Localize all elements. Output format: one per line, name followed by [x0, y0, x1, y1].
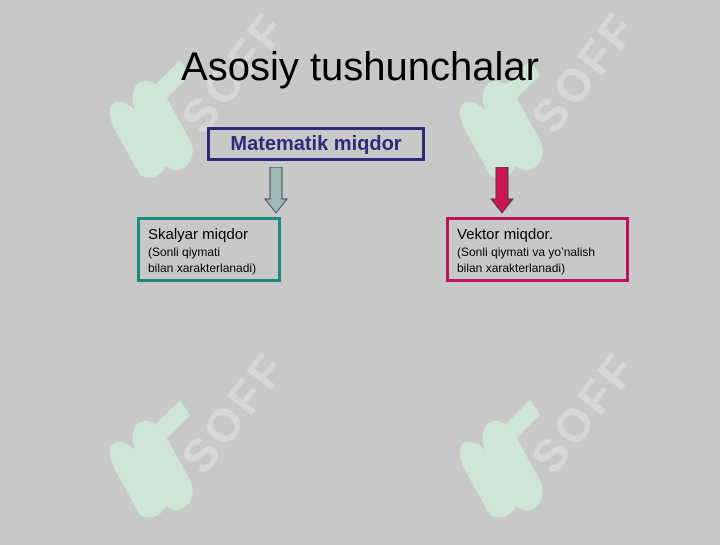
vector-node-desc-line1: (Sonli qiymati va yo’nalish [457, 245, 596, 259]
root-node: Matematik miqdor [207, 127, 425, 161]
root-node-label: Matematik miqdor [230, 132, 402, 155]
vector-node-title: Vektor miqdor. [457, 226, 553, 243]
vector-node: Vektor miqdor. (Sonli qiymati va yo’nali… [446, 217, 629, 282]
scalar-node-desc-line2: bilan xarakterlanadi) [148, 261, 257, 275]
scalar-node-title: Skalyar miqdor [148, 226, 249, 243]
scalar-node-desc-line1: (Sonli qiymati [148, 245, 221, 259]
scalar-node: Skalyar miqdor (Sonli qiymati bilan xara… [137, 217, 281, 282]
watermark-text: SOFF [170, 341, 298, 483]
vector-node-desc-line2: bilan xarakterlanadi) [457, 261, 566, 275]
slide-title: Asosiy tushunchalar [181, 45, 539, 89]
down-arrow-vector-icon [490, 167, 514, 214]
down-arrow-scalar-icon [264, 167, 288, 214]
watermark-text: SOFF [520, 341, 648, 483]
